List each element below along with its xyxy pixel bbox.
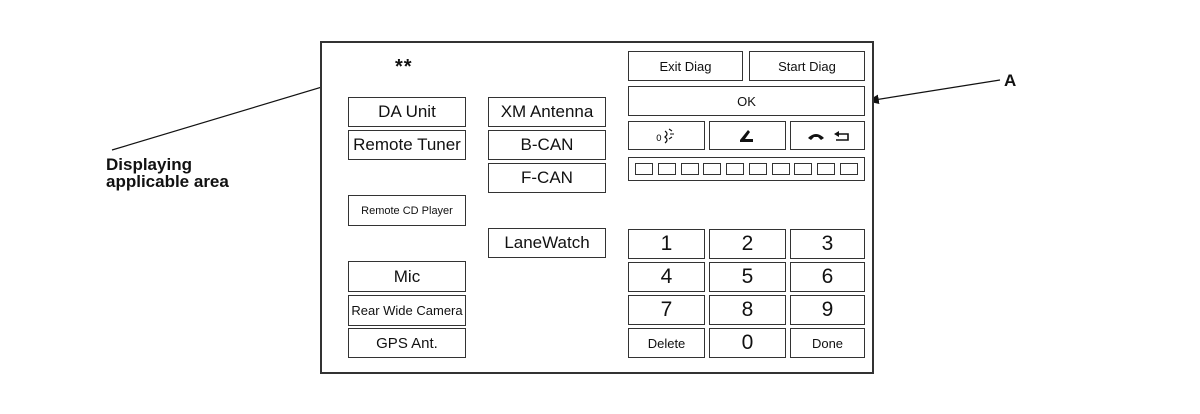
phone-hangup-back-button[interactable] [790,121,865,150]
status-box [771,163,790,175]
da-unit-button[interactable]: DA Unit [348,97,466,127]
remote-tuner-button[interactable]: Remote Tuner [348,130,466,160]
callout-line-1: Displaying [106,155,192,174]
callout-line-2: applicable area [106,172,229,191]
keypad-7[interactable]: 7 [628,295,705,325]
status-indicator-strip [628,157,865,181]
keypad-delete[interactable]: Delete [628,328,705,358]
ok-button[interactable]: OK [628,86,865,116]
status-box [703,163,722,175]
leader-line-right [866,79,1001,105]
keypad-3[interactable]: 3 [790,229,865,259]
keypad-6[interactable]: 6 [790,262,865,292]
keypad-done[interactable]: Done [790,328,865,358]
status-box [794,163,813,175]
phone-hangup-back-icon [807,130,849,141]
b-can-button[interactable]: B-CAN [488,130,606,160]
applicable-area-marker: ** [395,56,413,78]
voice-talk-button[interactable]: 0 [628,121,705,150]
gps-ant-button[interactable]: GPS Ant. [348,328,466,358]
status-box [748,163,767,175]
keypad-9[interactable]: 9 [790,295,865,325]
f-can-button[interactable]: F-CAN [488,163,606,193]
status-box [634,163,653,175]
keypad-2[interactable]: 2 [709,229,786,259]
svg-text:0: 0 [656,134,662,144]
status-box [817,163,836,175]
mic-button[interactable]: Mic [348,261,466,292]
phone-pickup-icon [739,129,753,142]
keypad-5[interactable]: 5 [709,262,786,292]
phone-pickup-button[interactable] [709,121,786,150]
rear-wide-camera-button[interactable]: Rear Wide Camera [348,295,466,326]
callout-a: A [1004,71,1017,90]
status-box [840,163,859,175]
status-box [726,163,745,175]
voice-talk-icon: 0 [656,128,674,144]
status-box [680,163,699,175]
keypad-8[interactable]: 8 [709,295,786,325]
lanewatch-button[interactable]: LaneWatch [488,228,606,258]
keypad-4[interactable]: 4 [628,262,705,292]
xm-antenna-button[interactable]: XM Antenna [488,97,606,127]
remote-cd-player-button[interactable]: Remote CD Player [348,195,466,226]
keypad-0[interactable]: 0 [709,328,786,358]
start-diag-button[interactable]: Start Diag [749,51,865,81]
status-box [657,163,676,175]
keypad-1[interactable]: 1 [628,229,705,259]
callout-displaying-area: Displaying applicable area [106,156,229,190]
exit-diag-button[interactable]: Exit Diag [628,51,743,81]
